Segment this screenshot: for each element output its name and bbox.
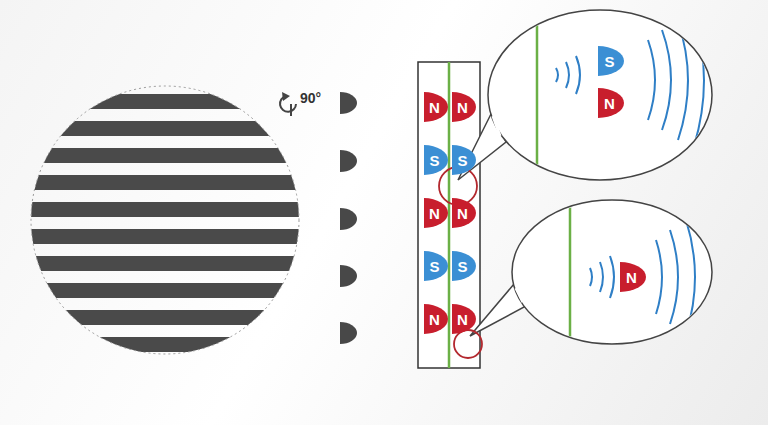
pole-letter: N (626, 270, 640, 285)
magnet-body (620, 262, 646, 292)
magnet: N (452, 198, 476, 228)
magnet-body (424, 251, 448, 281)
magnet: S (424, 251, 448, 281)
magnet-body (598, 46, 624, 76)
callout-bubble (488, 10, 712, 180)
tail-join (516, 288, 523, 302)
marker-circle (454, 330, 482, 358)
stripe (20, 148, 320, 163)
tail-join (493, 116, 500, 136)
pole-letter: S (429, 259, 442, 274)
magnet: S (452, 145, 476, 175)
pole-letter: S (457, 259, 470, 274)
callout-tail (470, 284, 526, 336)
magnet-body (452, 92, 476, 122)
pole-letter: S (604, 54, 617, 69)
stripe-pattern (20, 94, 320, 352)
magnet-body (452, 251, 476, 281)
magnet: S (424, 145, 448, 175)
pole-letter: N (457, 206, 471, 221)
magnet-body (452, 145, 476, 175)
magnet-body (424, 198, 448, 228)
stripe (20, 310, 320, 325)
magnet-body (598, 88, 624, 118)
pole-letter: N (604, 96, 618, 111)
pole-letter: S (429, 153, 442, 168)
angle-label: 90° (300, 90, 321, 106)
stripe (20, 202, 320, 217)
stripe (20, 256, 320, 271)
magnet-body (452, 304, 476, 334)
disc-outline (31, 86, 299, 354)
magnet: N (452, 304, 476, 334)
pole-letter: S (457, 153, 470, 168)
magnet: N (452, 92, 476, 122)
rotation-arrowhead (282, 92, 290, 101)
pole-letter: N (429, 100, 443, 115)
stripe (20, 175, 320, 190)
magnet: S (598, 46, 624, 76)
magnet: N (424, 198, 448, 228)
magnet: N (424, 304, 448, 334)
pole-letter: N (457, 312, 471, 327)
rotation-symbol (280, 96, 296, 112)
field-lines (537, 10, 704, 180)
magnet: N (598, 88, 624, 118)
rotation-axis (290, 104, 292, 116)
magnet-strip (418, 62, 480, 368)
field-lines (570, 190, 695, 350)
callout-bubble (512, 200, 712, 344)
magnet: N (424, 92, 448, 122)
magnet-body (424, 145, 448, 175)
magnet-body (424, 304, 448, 334)
magnet-body (424, 92, 448, 122)
pole-letter: N (429, 206, 443, 221)
stripe (20, 229, 320, 244)
magnet: S (452, 251, 476, 281)
stripe (20, 121, 320, 136)
pole-letter: N (457, 100, 471, 115)
magnet: N (620, 262, 646, 292)
stripe (20, 337, 320, 352)
green-line (448, 62, 451, 368)
bump-row (340, 92, 357, 344)
pole-letter: N (429, 312, 443, 327)
stripe (20, 94, 320, 109)
magnet-body (452, 198, 476, 228)
